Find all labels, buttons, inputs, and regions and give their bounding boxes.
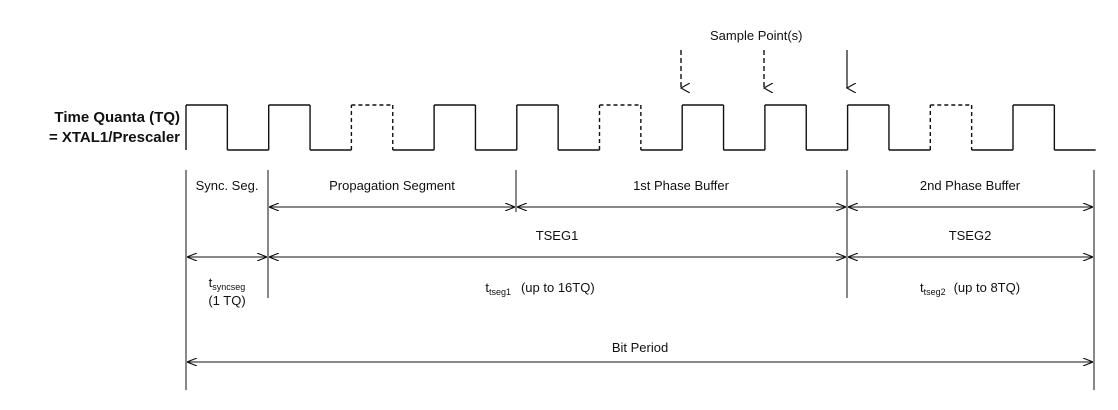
- clock-label-line2: = XTAL1/Prescaler: [49, 129, 180, 146]
- sync-seg-label: Sync. Seg.: [196, 178, 259, 193]
- prop-seg-label: Propagation Segment: [329, 178, 455, 193]
- sample-point-label: Sample Point(s): [710, 28, 802, 43]
- tsync-note: (1 TQ): [208, 293, 245, 308]
- tseg2-timing-label: ttseg2(up to 8TQ): [920, 280, 1020, 297]
- tsync-label: tsyncseg: [209, 275, 246, 292]
- tseg2-label: TSEG2: [949, 228, 992, 243]
- clock-label-line1: Time Quanta (TQ): [54, 109, 180, 126]
- bit-period-label: Bit Period: [612, 340, 668, 355]
- clock-waveform: [185, 104, 1096, 151]
- tseg1-label: TSEG1: [536, 228, 579, 243]
- tseg1-timing-label: ttseg1(up to 16TQ): [485, 280, 594, 297]
- phase2-label: 2nd Phase Buffer: [920, 178, 1021, 193]
- phase1-label: 1st Phase Buffer: [633, 178, 730, 193]
